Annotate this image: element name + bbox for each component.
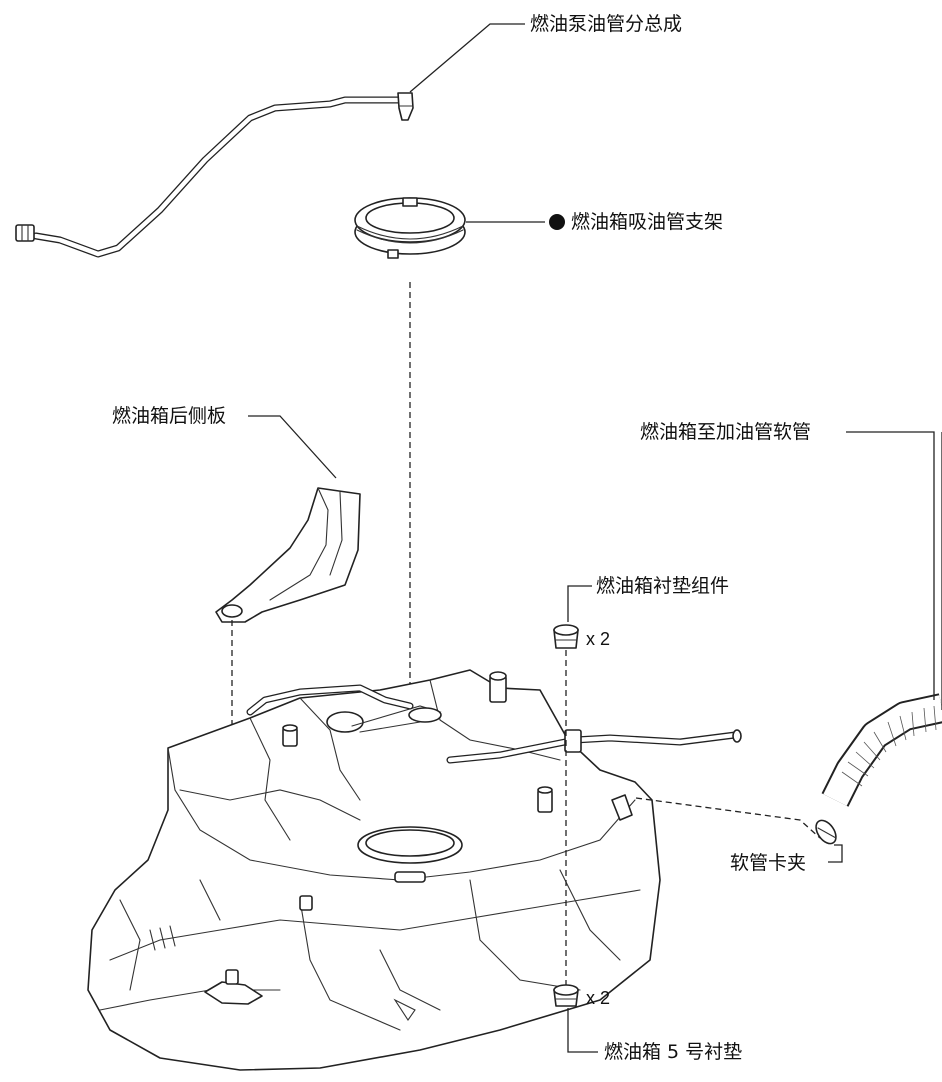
label-suction-bracket: 燃油箱吸油管支架: [549, 211, 723, 233]
leader-hose-clamp: [828, 844, 843, 863]
clamp-guide-line: [635, 797, 821, 839]
leader-rear-side-panel: [248, 415, 337, 479]
label-rear-side-panel: 燃油箱后侧板: [112, 405, 227, 427]
fuel-pump-tube-part: [15, 92, 414, 258]
hose-clamp-part: [815, 819, 837, 845]
label-fuel-pump-tube: 燃油泵油管分总成: [530, 13, 683, 35]
filler-hose-part: [821, 432, 942, 807]
leader-cushion-no5: [567, 1008, 598, 1053]
cushion-assembly-part: [553, 624, 579, 649]
qty-cushion-assembly: x 2: [586, 629, 611, 649]
label-cushion-no5: 燃油箱 5 号衬垫: [604, 1041, 743, 1063]
label-suction-bracket-text: 燃油箱吸油管支架: [571, 211, 724, 233]
label-cushion-assembly: 燃油箱衬垫组件: [596, 575, 730, 597]
non-reusable-marker-icon: [549, 214, 565, 230]
leader-filler-hose: [846, 431, 935, 700]
leader-cushion-assembly: [567, 585, 592, 622]
qty-cushion-no5: x 2: [586, 988, 611, 1008]
fuel-tank-body: [87, 669, 742, 1071]
label-filler-hose: 燃油箱至加油管软管: [640, 421, 812, 443]
suction-bracket-part: [354, 197, 466, 259]
cushion-no5-part: [553, 984, 579, 1007]
leader-fuel-pump-tube: [409, 23, 525, 93]
label-hose-clamp: 软管卡夹: [730, 852, 807, 874]
rear-side-panel-part: [215, 487, 361, 623]
